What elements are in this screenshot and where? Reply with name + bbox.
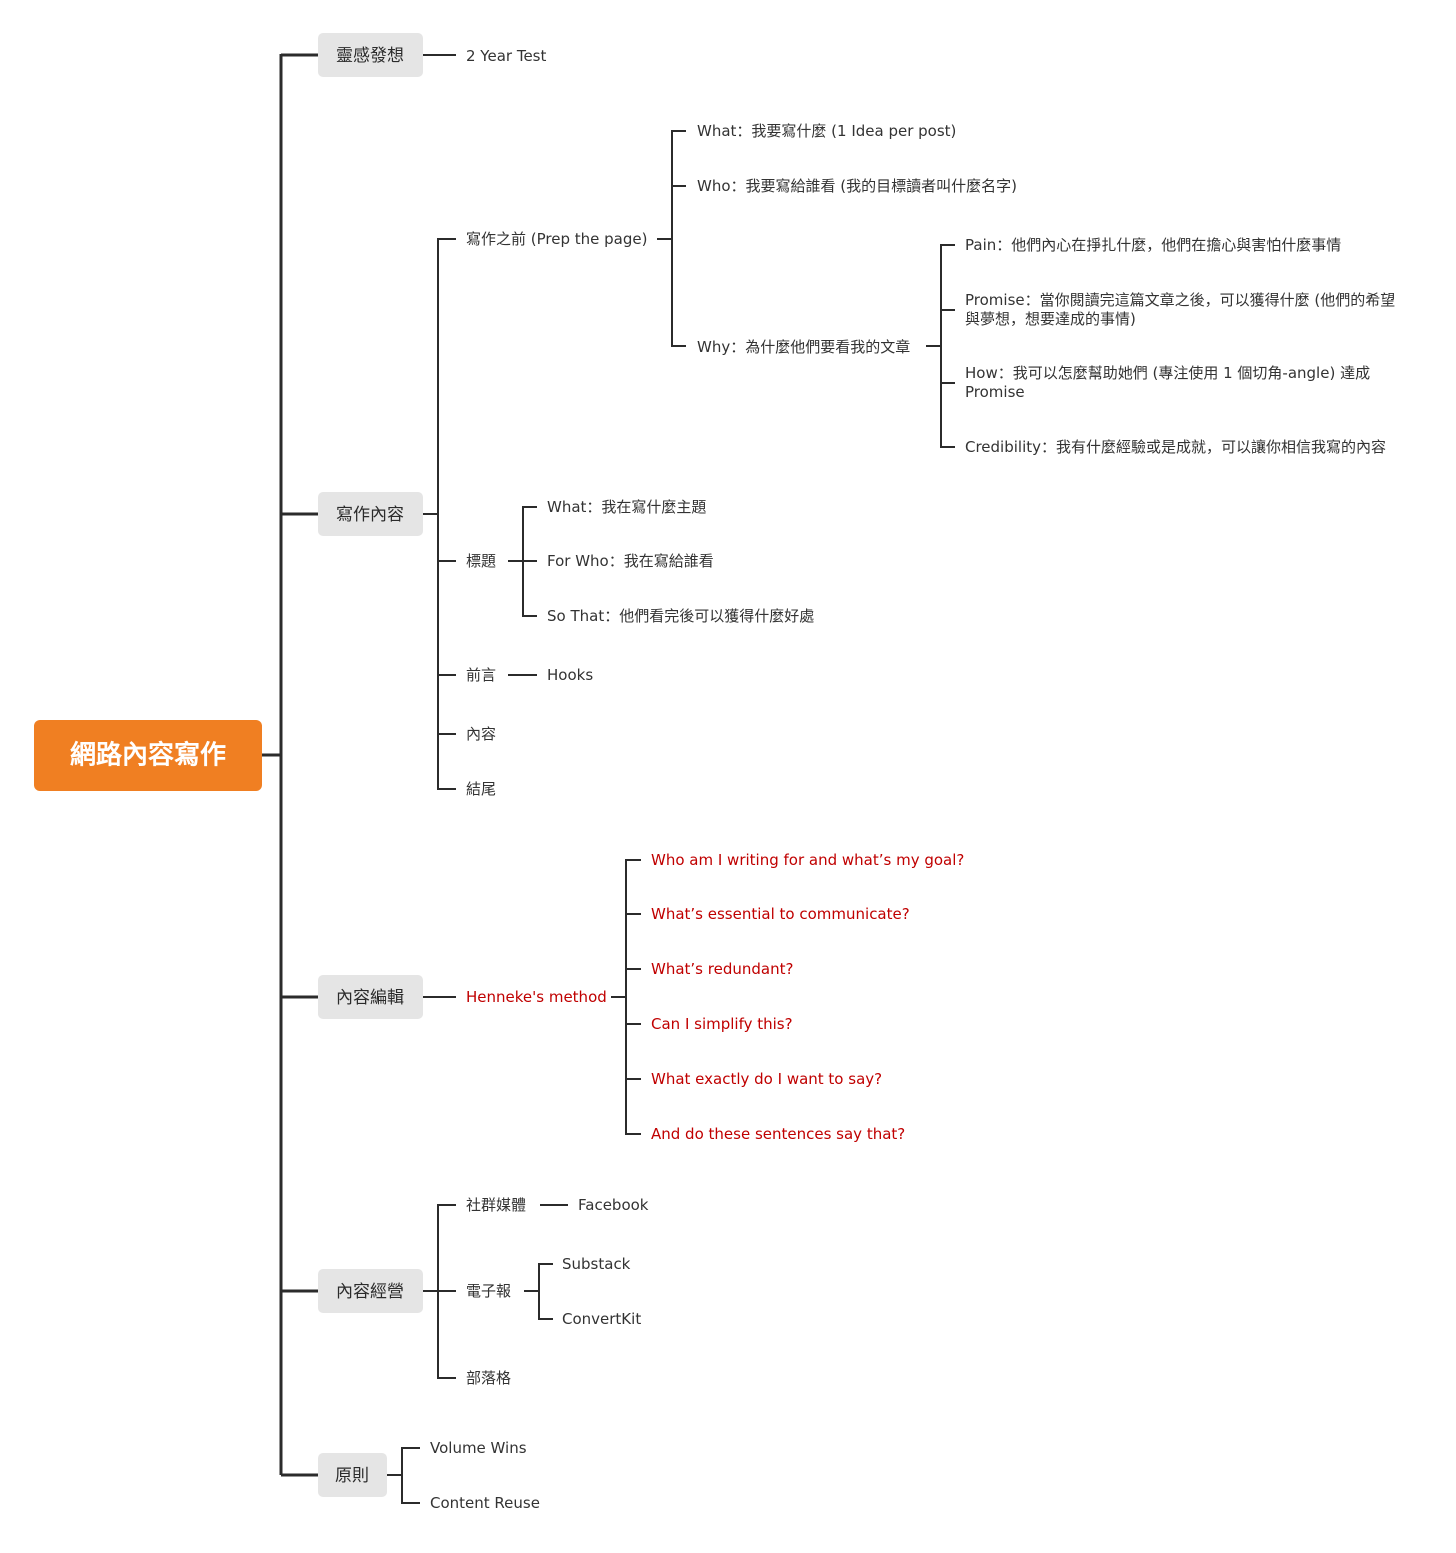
category-node-inspiration[interactable]: 靈感發想 xyxy=(318,33,423,77)
node-title[interactable]: 標題 xyxy=(466,552,496,570)
node-2-year-test[interactable]: 2 Year Test xyxy=(466,47,546,65)
node-volume-wins[interactable]: Volume Wins xyxy=(430,1439,527,1457)
node-question[interactable]: What exactly do I want to say? xyxy=(651,1070,882,1088)
category-node-editing[interactable]: 內容編輯 xyxy=(318,975,423,1019)
node-ending[interactable]: 結尾 xyxy=(466,780,496,798)
node-hooks[interactable]: Hooks xyxy=(547,666,593,684)
node-newsletter[interactable]: 電子報 xyxy=(466,1282,511,1300)
node-social-media[interactable]: 社群媒體 xyxy=(466,1196,526,1214)
category-box xyxy=(318,33,423,77)
node-henneke-method[interactable]: Henneke's method xyxy=(466,988,607,1006)
node-intro[interactable]: 前言 xyxy=(466,666,496,684)
node-content-reuse[interactable]: Content Reuse xyxy=(430,1494,540,1512)
category-box xyxy=(318,975,423,1019)
category-box xyxy=(318,492,423,536)
root-node-box xyxy=(34,720,262,791)
category-box xyxy=(318,1269,423,1313)
node-body[interactable]: 內容 xyxy=(466,725,496,743)
node-question[interactable]: And do these sentences say that? xyxy=(651,1125,905,1143)
node-prep-who[interactable]: Who：我要寫給誰看 (我的目標讀者叫什麼名字) xyxy=(697,177,1017,195)
node-title-so-that[interactable]: So That：他們看完後可以獲得什麼好處 xyxy=(547,607,814,625)
node-why-pain[interactable]: Pain：他們內心在掙扎什麼，他們在擔心與害怕什麼事情 xyxy=(965,236,1341,254)
node-why-how-line1[interactable]: How：我可以怎麼幫助她們 (專注使用 1 個切角-angle) 達成 xyxy=(965,364,1370,382)
category-node-principles[interactable]: 原則 xyxy=(318,1453,387,1497)
node-question[interactable]: Who am I writing for and what’s my goal? xyxy=(651,851,964,869)
category-label-editing: 內容編輯 xyxy=(336,988,404,1008)
category-label-inspiration: 靈感發想 xyxy=(336,46,404,66)
node-blog[interactable]: 部落格 xyxy=(466,1369,511,1387)
node-facebook[interactable]: Facebook xyxy=(578,1196,649,1214)
category-node-operation[interactable]: 內容經營 xyxy=(318,1269,423,1313)
root-node[interactable]: 網路內容寫作 xyxy=(34,720,262,791)
category-node-writing[interactable]: 寫作內容 xyxy=(318,492,423,536)
node-substack[interactable]: Substack xyxy=(562,1255,631,1273)
node-title-what[interactable]: What：我在寫什麼主題 xyxy=(547,498,706,516)
category-label-operation: 內容經營 xyxy=(336,1282,404,1302)
node-why-promise-line2[interactable]: 與夢想，想要達成的事情) xyxy=(965,310,1136,328)
node-why-credibility[interactable]: Credibility：我有什麼經驗或是成就，可以讓你相信我寫的內容 xyxy=(965,438,1386,456)
category-label-writing: 寫作內容 xyxy=(336,505,404,525)
node-question[interactable]: What’s essential to communicate? xyxy=(651,905,910,923)
connector-lines xyxy=(262,53,955,1504)
node-why-how-line2[interactable]: Promise xyxy=(965,383,1025,401)
node-prep-why[interactable]: Why：為什麼他們要看我的文章 xyxy=(697,338,910,356)
node-why-promise-line1[interactable]: Promise：當你閱讀完這篇文章之後，可以獲得什麼 (他們的希望 xyxy=(965,291,1395,309)
node-question[interactable]: What’s redundant? xyxy=(651,960,793,978)
node-convertkit[interactable]: ConvertKit xyxy=(562,1310,641,1328)
category-label-principles: 原則 xyxy=(335,1466,369,1486)
node-question[interactable]: Can I simplify this? xyxy=(651,1015,793,1033)
node-prep-the-page[interactable]: 寫作之前 (Prep the page) xyxy=(466,230,647,248)
node-prep-what[interactable]: What：我要寫什麼 (1 Idea per post) xyxy=(697,122,956,140)
root-node-label: 網路內容寫作 xyxy=(70,740,226,771)
category-box xyxy=(318,1453,387,1497)
node-title-for-who[interactable]: For Who：我在寫給誰看 xyxy=(547,552,714,570)
